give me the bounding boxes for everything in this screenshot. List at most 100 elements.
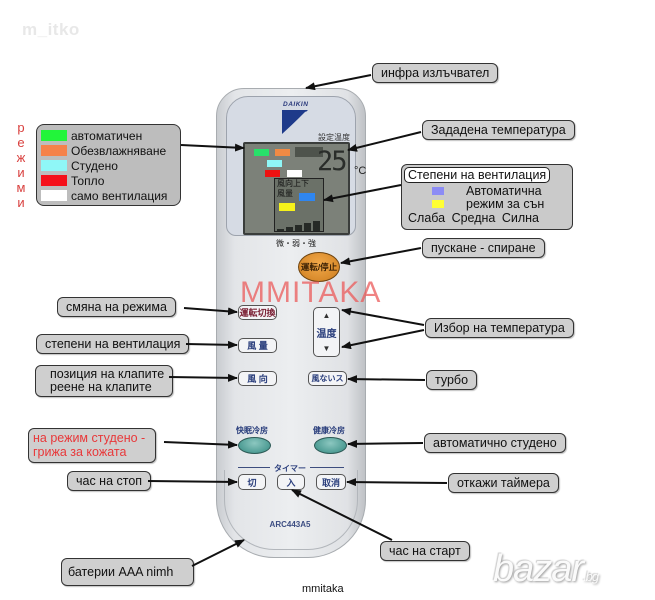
health-cool-button[interactable] bbox=[314, 437, 347, 454]
legend-swatch bbox=[41, 130, 67, 141]
set-temp-label: 設定温度 bbox=[318, 133, 350, 142]
callout-temp-select: Избор на температура bbox=[425, 318, 574, 338]
callout-batteries: батерии AAA nimh bbox=[61, 558, 195, 586]
fan-legend-item-auto: Автоматична bbox=[432, 184, 542, 198]
fan-legend-swatch bbox=[432, 187, 444, 195]
lcd-sleep-indicator bbox=[279, 203, 295, 211]
fan-legend-item-sleep: режим за сън bbox=[432, 197, 544, 211]
callout-line: позиция на клапите bbox=[50, 367, 165, 381]
timer-cancel-button[interactable]: 取消 bbox=[316, 474, 346, 490]
legend-label: Обезвлажняване bbox=[71, 143, 167, 158]
callout-set-temperature: Зададена температура bbox=[422, 120, 575, 140]
callout-mode-change: смяна на режима bbox=[57, 297, 176, 317]
legend-item-dry: Обезвлажняване bbox=[41, 143, 176, 158]
comfort-cool-label: 快眠冷房 bbox=[236, 426, 268, 435]
legend-item-fan-only: само вентилация bbox=[41, 188, 176, 203]
fan-bar bbox=[304, 223, 311, 231]
temp-up-button[interactable]: ▲ bbox=[322, 311, 331, 320]
legend-item-heat: Топло bbox=[41, 173, 176, 188]
callout-fan-speed: степени на вентилация bbox=[36, 334, 190, 354]
legend-swatch bbox=[41, 190, 67, 201]
speed-scale-label: 微・弱・強 bbox=[276, 239, 316, 248]
temp-label: 温度 bbox=[316, 328, 337, 340]
bazar-logo: bazar.bg bbox=[493, 548, 599, 591]
lcd-labels: 風向上下 風量 bbox=[277, 179, 309, 199]
lcd-temperature: 25 bbox=[317, 146, 347, 177]
timer-divider-right bbox=[310, 467, 344, 468]
power-button[interactable]: 運転/停止 bbox=[298, 252, 340, 282]
fan-legend-speeds: Слаба Средна Силна bbox=[408, 211, 540, 225]
lcd-mode-dry bbox=[275, 149, 290, 156]
temperature-rocker: ▲ 温度 ▼ bbox=[313, 307, 340, 357]
logo-main: bazar bbox=[493, 548, 584, 590]
turbo-button[interactable]: 風ないス bbox=[308, 371, 347, 386]
legend-swatch bbox=[41, 145, 67, 156]
callout-line: на режим студено - bbox=[33, 431, 146, 445]
fan-bar bbox=[277, 229, 284, 231]
modes-letter: и bbox=[17, 195, 25, 210]
arrow-ir-emitter bbox=[305, 74, 372, 91]
timer-off-button[interactable]: 切 bbox=[238, 474, 266, 490]
watermark-overlay: MMITAKA bbox=[240, 276, 382, 309]
temp-down-button[interactable]: ▼ bbox=[322, 344, 331, 353]
modes-letter: е bbox=[17, 135, 25, 150]
callout-cancel-timer: откажи таймера bbox=[448, 473, 559, 493]
legend-item-cool: Студено bbox=[41, 158, 176, 173]
legend-label: само вентилация bbox=[71, 188, 168, 203]
callout-line: реене на клапите bbox=[50, 380, 152, 394]
brand-label: DAIKIN bbox=[283, 101, 309, 108]
logo-tld: .bg bbox=[583, 569, 599, 584]
legend-swatch bbox=[41, 160, 67, 171]
watermark-username: m_itko bbox=[22, 20, 80, 39]
callout-stop-time: час на стоп bbox=[67, 471, 152, 491]
mode-button[interactable]: 運転切換 bbox=[238, 305, 277, 320]
legend-swatch bbox=[41, 175, 67, 186]
lcd-segment-block bbox=[295, 147, 323, 157]
footer-credit: mmitaka bbox=[302, 583, 344, 595]
callout-line: грижа за кожата bbox=[33, 445, 127, 459]
fan-legend-label: режим за сън bbox=[466, 197, 545, 211]
swing-button[interactable]: 風 向 bbox=[238, 371, 277, 386]
lcd-unit: °C bbox=[354, 165, 367, 177]
callout-flap-position: позиция на клапите реене на клапите bbox=[35, 365, 174, 397]
fan-bar bbox=[313, 221, 320, 231]
modes-letter: и bbox=[17, 165, 25, 180]
fan-speed-button[interactable]: 風 量 bbox=[238, 338, 277, 353]
lcd-mode-cool bbox=[267, 160, 282, 167]
fan-speed-legend: Степени на вентилация Автоматична режим … bbox=[401, 164, 573, 230]
mode-legend: автоматичен Обезвлажняване Студено Топло… bbox=[36, 124, 181, 206]
timer-on-button[interactable]: 入 bbox=[277, 474, 305, 490]
callout-turbo: турбо bbox=[426, 370, 478, 390]
fan-legend-label: Автоматична bbox=[466, 184, 542, 198]
health-cool-label: 健康冷房 bbox=[313, 426, 345, 435]
lcd-mode-auto bbox=[254, 149, 269, 156]
callout-auto-cool: автоматично студено bbox=[424, 433, 566, 453]
legend-label: Топло bbox=[71, 173, 105, 188]
modes-letter: ж bbox=[16, 150, 26, 165]
model-number: ARC443A5 bbox=[269, 520, 311, 529]
fan-legend-swatch bbox=[432, 200, 444, 208]
callout-start-time: час на старт bbox=[380, 541, 470, 561]
daikin-logo-icon bbox=[282, 110, 308, 134]
lcd-mode-fan-only bbox=[287, 170, 302, 177]
legend-label: Студено bbox=[71, 158, 118, 173]
lcd-fan-speed-bars bbox=[277, 221, 320, 231]
legend-item-auto: автоматичен bbox=[41, 128, 176, 143]
callout-ir-emitter: инфра излъчвател bbox=[372, 63, 499, 83]
lcd-louver-label: 風向上下 bbox=[277, 179, 309, 188]
callout-on-off: пускане - спиране bbox=[422, 238, 545, 258]
timer-divider-left bbox=[238, 467, 270, 468]
lcd-fan-label: 風量 bbox=[277, 189, 293, 198]
callout-comfort-cool: на режим студено - грижа за кожата bbox=[28, 428, 157, 463]
fan-legend-title: Степени на вентилация bbox=[404, 167, 551, 183]
lcd-fan-auto-indicator bbox=[299, 193, 315, 201]
lcd-fan-panel bbox=[274, 178, 324, 232]
lcd-mode-heat bbox=[265, 170, 280, 177]
modes-vertical-label: р е ж и м и bbox=[14, 120, 28, 210]
comfort-cool-button[interactable] bbox=[238, 437, 271, 454]
fan-bar bbox=[286, 227, 293, 231]
modes-letter: м bbox=[16, 180, 26, 195]
modes-letter: р bbox=[17, 120, 25, 135]
legend-label: автоматичен bbox=[71, 128, 143, 143]
timer-label: タイマー bbox=[274, 464, 306, 473]
